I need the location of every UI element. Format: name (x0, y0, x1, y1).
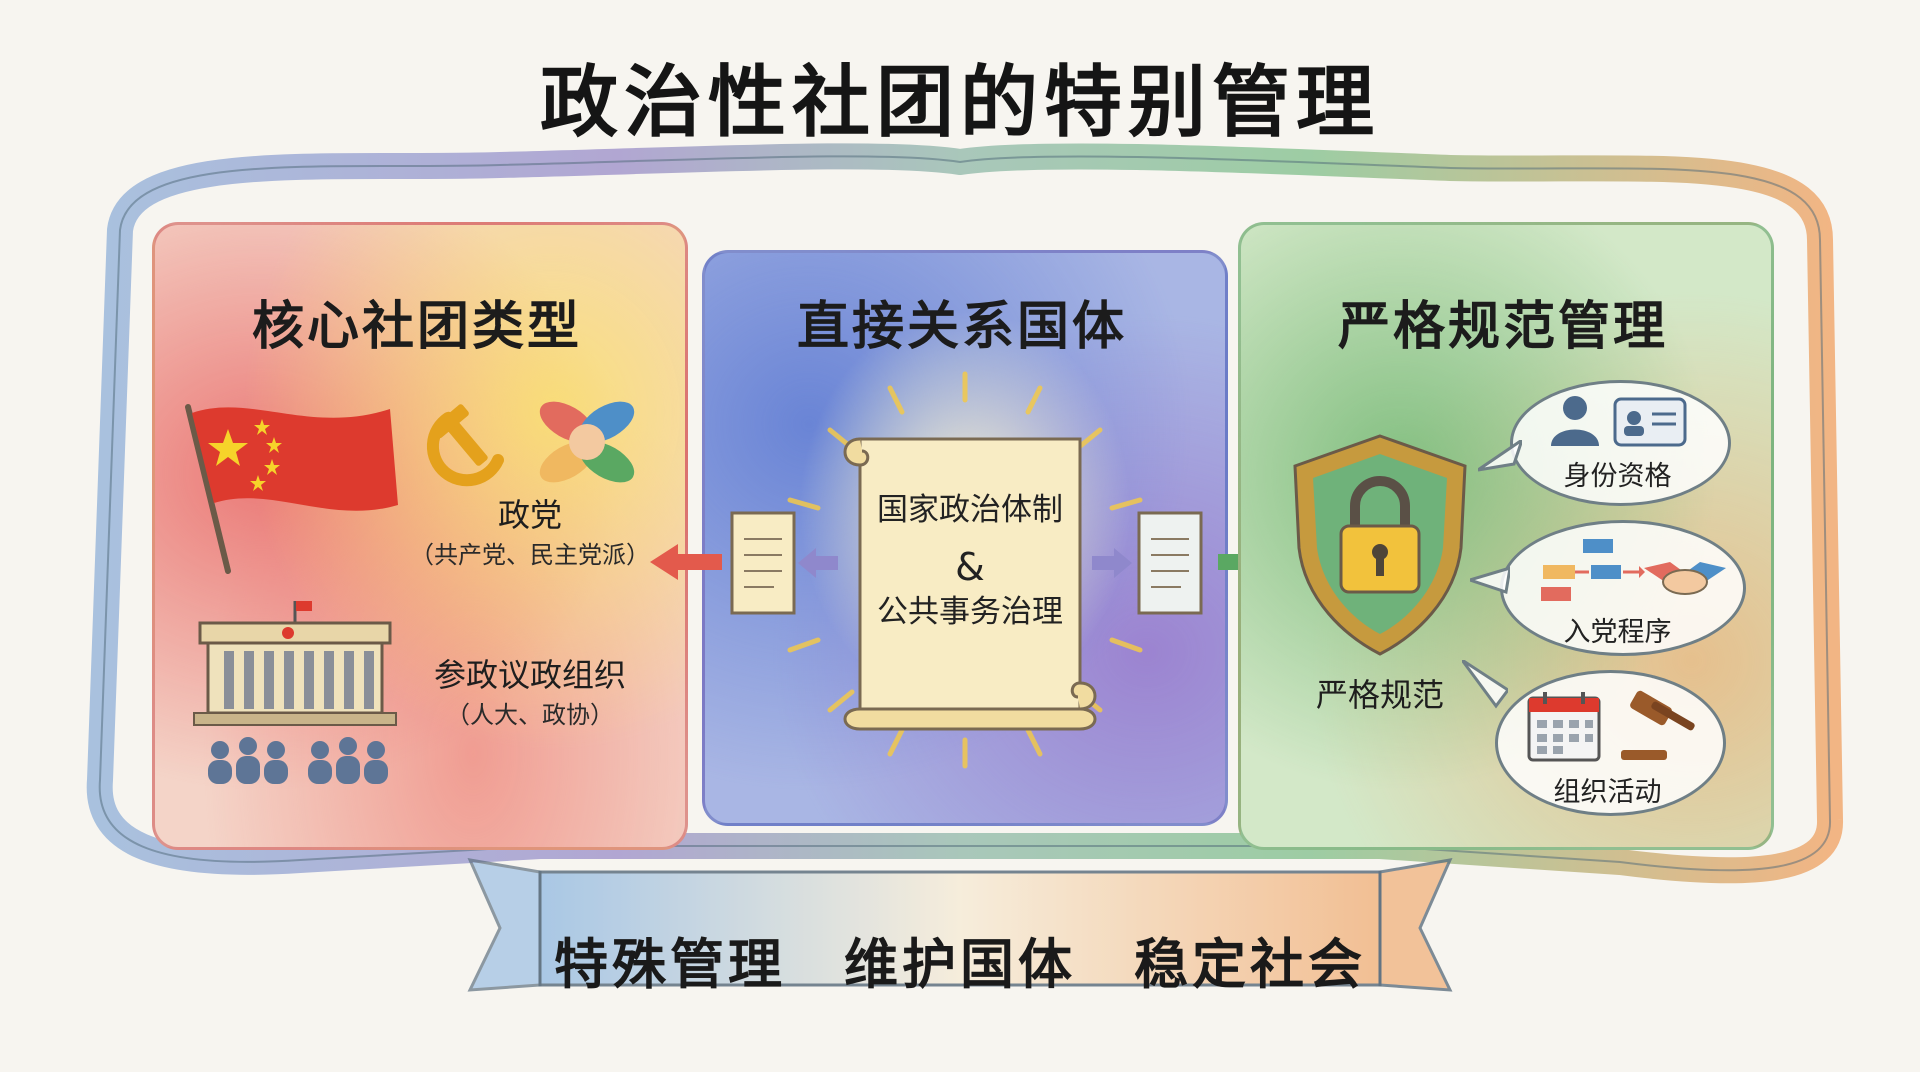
joined-hands-icon (539, 401, 635, 483)
scroll-amp: & (955, 545, 985, 589)
arrow-right-icon (1092, 548, 1132, 578)
identity-label: 身份资格 (1563, 461, 1672, 492)
party-sublabel: （共产党、民主党派） (410, 541, 650, 569)
bubble-tail (1478, 440, 1522, 472)
activity-label: 组织活动 (1553, 777, 1662, 808)
state-system-heading: 直接关系国体 (796, 297, 1127, 357)
id-card-icon (1613, 397, 1687, 447)
shield-lock-icon (1293, 434, 1467, 656)
core-types-heading: 核心社团类型 (251, 297, 582, 357)
bubble-tail (1462, 660, 1508, 709)
procedure-label: 入党程序 (1563, 617, 1672, 648)
flowchart-icon (1541, 539, 1645, 601)
government-building-icon (193, 601, 397, 726)
scroll-line2: 公共事务治理 (877, 594, 1063, 630)
party-label: 政党 (497, 496, 562, 534)
hammer-sickle-icon (426, 404, 504, 487)
strict-management-heading: 严格规范管理 (1337, 297, 1668, 357)
scroll-icon (730, 511, 796, 615)
scroll-line1: 国家政治体制 (877, 492, 1063, 528)
org-label: 参政议政组织 (433, 656, 626, 694)
arrow-left-icon (798, 548, 838, 578)
person-icon (1551, 396, 1599, 446)
scroll-icon (843, 437, 1097, 731)
flag-icon (185, 404, 398, 574)
arrow-left-icon (650, 544, 722, 580)
people-icon (208, 737, 388, 784)
page-title: 政治性社团的特别管理 (539, 58, 1380, 148)
org-sublabel: （人大、政协） (446, 701, 614, 729)
calendar-icon (1527, 692, 1601, 762)
bubble-tail (1470, 566, 1510, 594)
shield-label: 严格规范 (1315, 676, 1444, 714)
gavel-icon (1621, 690, 1695, 760)
scroll-icon (1137, 511, 1203, 615)
handshake-icon (1644, 562, 1726, 595)
slogan-banner: 特殊管理 维护国体 稳定社会 (554, 933, 1366, 996)
